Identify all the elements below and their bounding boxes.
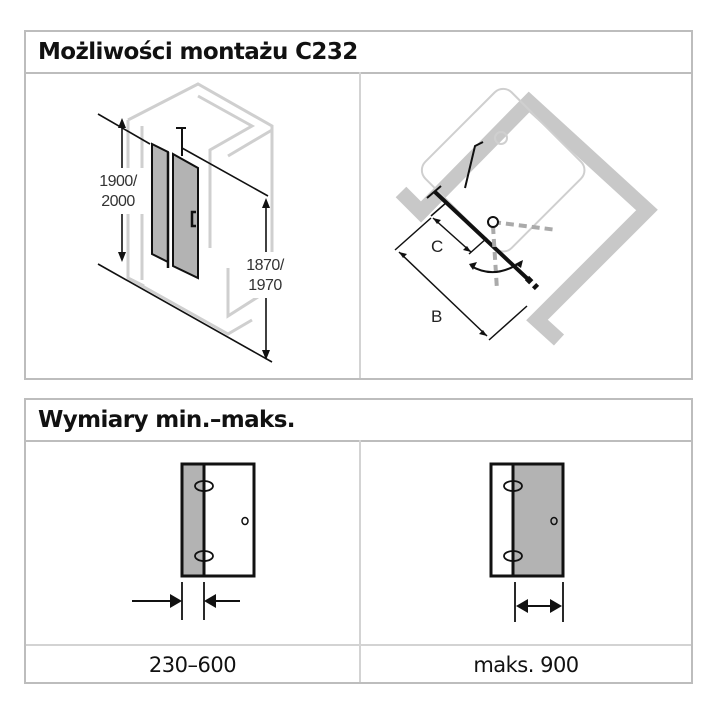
door-height-label: 1870/ 1970 — [232, 256, 298, 296]
total-height-line2: 2000 — [101, 193, 135, 210]
fixed-panel-range-value: 230–600 — [148, 653, 237, 677]
door-width-diagram — [361, 440, 691, 644]
dimensions-value-row-divider — [26, 644, 691, 646]
total-height-label: 1900/ 2000 — [86, 172, 150, 212]
total-height-line1: 1900/ — [99, 173, 137, 190]
top-view-drawing: C B — [394, 87, 658, 346]
dim-b-label: B — [431, 307, 442, 326]
mounting-options-panel: Możliwości montażu C232 — [24, 30, 693, 380]
isometric-door-drawing — [92, 82, 294, 363]
dimensions-divider — [359, 440, 361, 682]
door-max-width-value: maks. 900 — [473, 653, 579, 677]
top-view-diagram: C B — [361, 72, 691, 378]
dim-c-label: C — [431, 237, 443, 256]
door-height-line1: 1870/ — [246, 257, 284, 274]
dimensions-panel: Wymiary min.–maks. — [24, 398, 693, 684]
dimensions-title: Wymiary min.–maks. — [26, 400, 691, 442]
fixed-panel-width-diagram — [26, 440, 359, 644]
isometric-door-diagram: 1900/ 2000 1870/ 1970 — [26, 72, 359, 378]
door-height-line2: 1970 — [248, 277, 282, 294]
mounting-options-title: Możliwości montażu C232 — [26, 32, 691, 74]
mounting-divider — [359, 72, 361, 378]
fixed-panel-drawing — [132, 462, 256, 620]
door-width-drawing — [489, 462, 565, 622]
